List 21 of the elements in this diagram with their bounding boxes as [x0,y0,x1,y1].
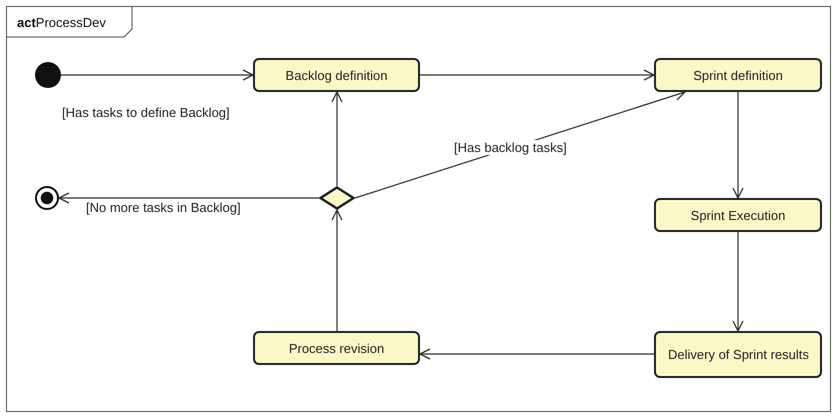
action-box: Backlog definition [253,58,420,92]
arrow [419,348,654,360]
action-box: Sprint Execution [654,198,822,232]
action-box: Process revision [253,331,420,365]
arrow [61,69,254,81]
decision-diamond [319,186,355,210]
action-box: Delivery of Sprint results [654,331,822,378]
activity-frame [6,6,831,412]
initial-node [35,62,61,88]
arrow [732,92,744,199]
edge-label: [No more tasks in Backlog] [85,200,242,215]
arrow [58,192,319,204]
edge-label: [Has tasks to define Backlog] [61,105,231,120]
action-box: Sprint definition [654,58,822,92]
arrow [420,69,655,81]
arrow [732,232,744,332]
final-node [35,186,59,210]
edge-label: [Has backlog tasks] [453,140,568,155]
frame-title: actProcessDev [17,15,106,30]
arrow [331,209,343,331]
arrow [331,91,343,186]
